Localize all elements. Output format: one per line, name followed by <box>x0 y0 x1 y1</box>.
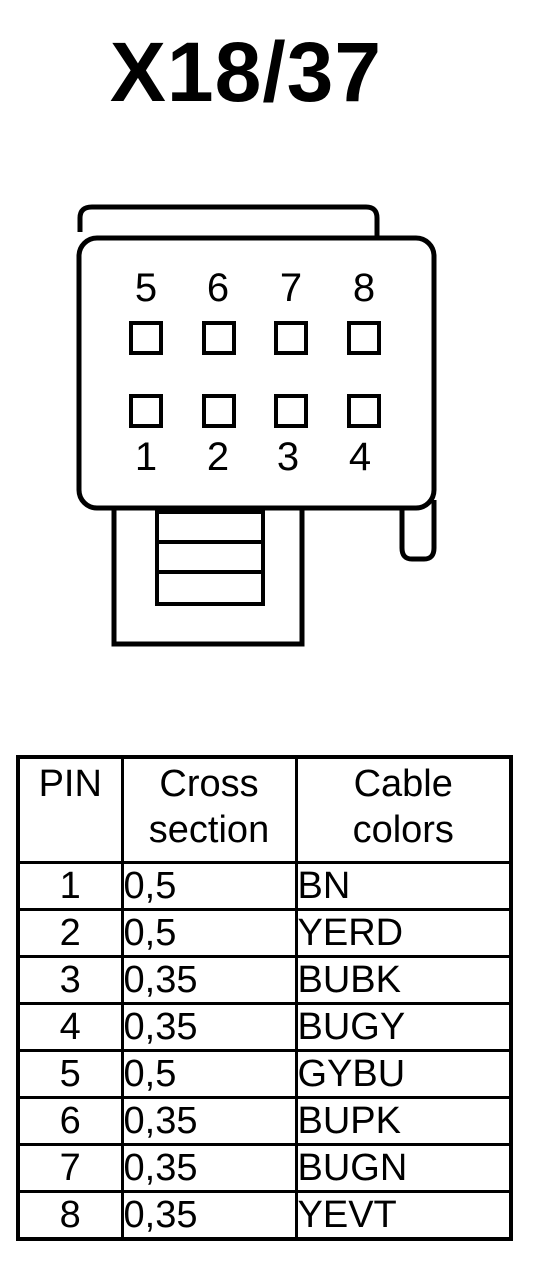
cell-cross-section: 0,5 <box>120 908 298 958</box>
table-row: 1 0,5 BN <box>16 861 513 911</box>
cell-cable-color: BN <box>294 861 513 911</box>
pin-cavity-2 <box>202 394 236 428</box>
table-header-row: PIN Cross section Cable colors <box>16 755 513 864</box>
cell-cable-color: YERD <box>294 908 513 958</box>
header-pin: PIN <box>16 755 124 864</box>
table-row: 4 0,35 BUGY <box>16 1002 513 1052</box>
table-row: 3 0,35 BUBK <box>16 955 513 1005</box>
pin-assignment-table: PIN Cross section Cable colors 1 0,5 BN … <box>16 755 513 1241</box>
cell-cable-color: BUBK <box>294 955 513 1005</box>
cell-cross-section: 0,35 <box>120 955 298 1005</box>
connector-body <box>76 235 437 511</box>
connector-back-latch <box>77 204 380 240</box>
pin-number-5: 5 <box>135 266 157 310</box>
connector-diagram: 5 6 7 8 1 2 3 4 <box>76 204 437 647</box>
header-cable-colors: Cable colors <box>294 755 513 864</box>
pin-number-6: 6 <box>207 266 229 310</box>
cell-cable-color: YEVT <box>294 1190 513 1241</box>
table-row: 8 0,35 YEVT <box>16 1190 513 1241</box>
cell-cable-color: BUPK <box>294 1096 513 1146</box>
pin-number-7: 7 <box>280 266 302 310</box>
table-row: 6 0,35 BUPK <box>16 1096 513 1146</box>
cell-cable-color: BUGY <box>294 1002 513 1052</box>
pin-cavity-4 <box>347 394 381 428</box>
table-row: 5 0,5 GYBU <box>16 1049 513 1099</box>
cell-pin: 5 <box>16 1049 124 1099</box>
header-cross-line1: Cross <box>159 763 259 805</box>
cell-pin: 3 <box>16 955 124 1005</box>
table-row: 2 0,5 YERD <box>16 908 513 958</box>
cell-cross-section: 0,35 <box>120 1190 298 1241</box>
cell-cable-color: BUGN <box>294 1143 513 1193</box>
cell-cross-section: 0,35 <box>120 1143 298 1193</box>
cell-pin: 6 <box>16 1096 124 1146</box>
header-cross-section: Cross section <box>120 755 298 864</box>
pin-number-8: 8 <box>353 266 375 310</box>
connector-lock-grid <box>155 510 265 606</box>
table-row: 7 0,35 BUGN <box>16 1143 513 1193</box>
cell-pin: 4 <box>16 1002 124 1052</box>
connector-title: X18/37 <box>109 25 383 119</box>
pin-number-1: 1 <box>135 435 157 479</box>
header-colors-line2: colors <box>352 809 454 851</box>
pin-number-2: 2 <box>207 435 229 479</box>
cell-cross-section: 0,35 <box>120 1096 298 1146</box>
header-colors-line1: Cable <box>353 763 453 805</box>
header-cross-line2: section <box>148 809 270 851</box>
pin-cavity-8 <box>347 321 381 355</box>
cell-cable-color: GYBU <box>294 1049 513 1099</box>
cell-cross-section: 0,35 <box>120 1002 298 1052</box>
pin-cavity-3 <box>274 394 308 428</box>
pin-cavity-1 <box>129 394 163 428</box>
cell-cross-section: 0,5 <box>120 861 298 911</box>
cell-pin: 8 <box>16 1190 124 1241</box>
pin-cavity-5 <box>129 321 163 355</box>
cell-pin: 7 <box>16 1143 124 1193</box>
connector-cable-housing <box>111 506 305 647</box>
cell-pin: 1 <box>16 861 124 911</box>
pin-number-4: 4 <box>349 435 371 479</box>
connector-side-clip <box>399 500 437 562</box>
pin-number-3: 3 <box>277 435 299 479</box>
pin-cavity-7 <box>274 321 308 355</box>
cell-pin: 2 <box>16 908 124 958</box>
cell-cross-section: 0,5 <box>120 1049 298 1099</box>
pin-cavity-6 <box>202 321 236 355</box>
